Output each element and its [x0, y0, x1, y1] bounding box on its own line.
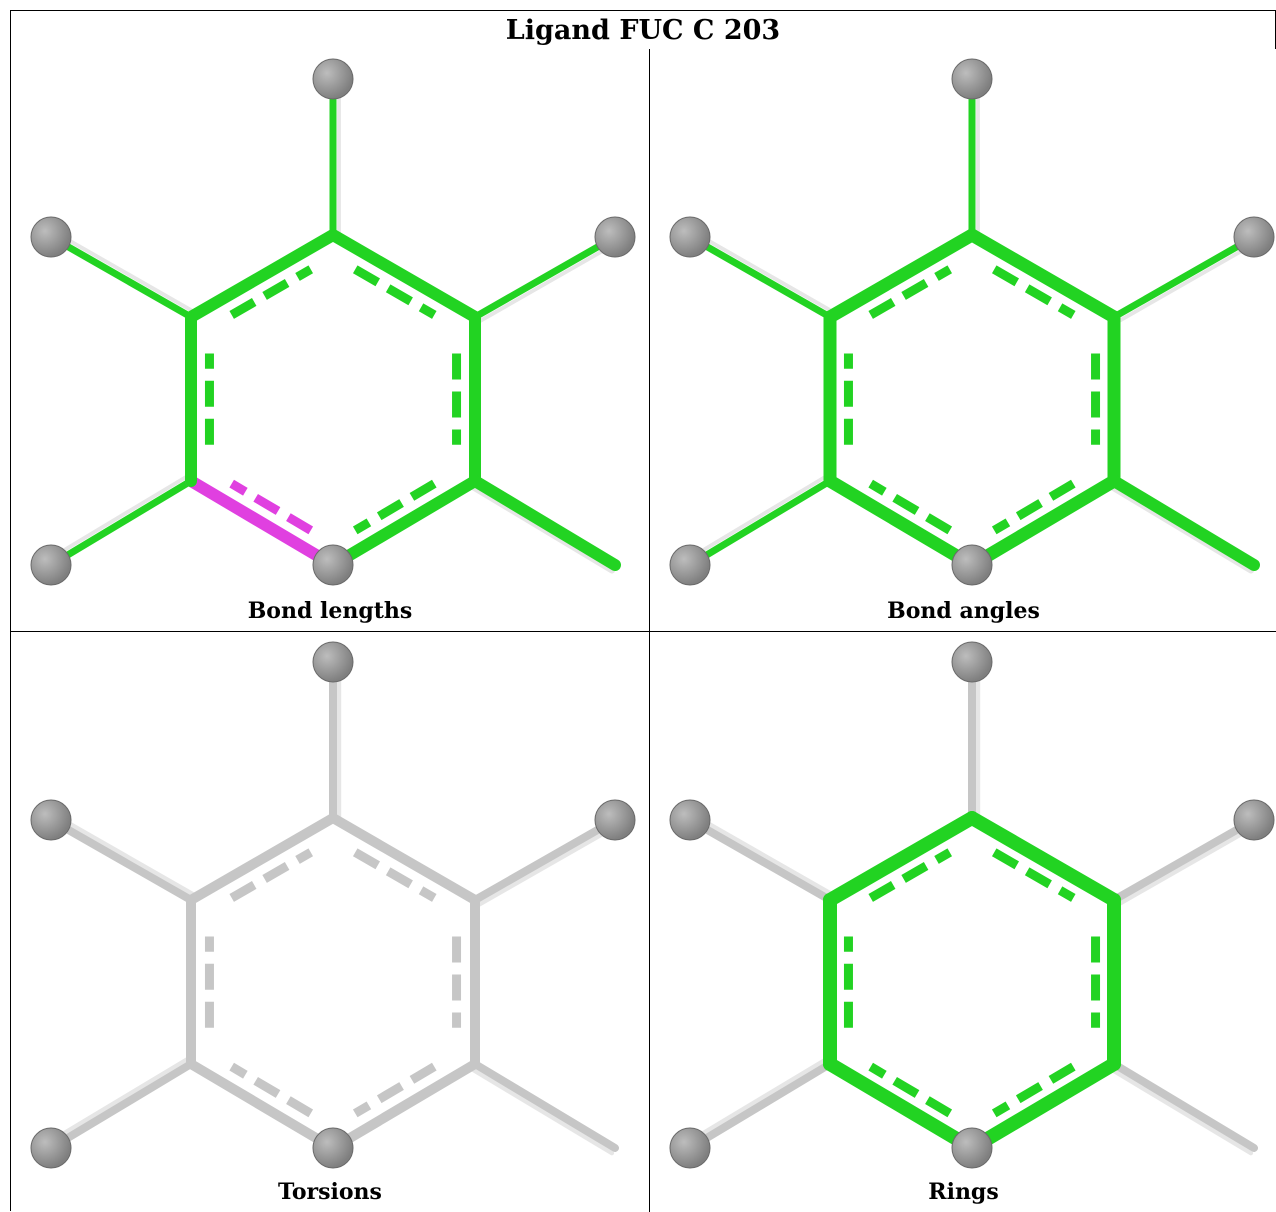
- substituent-bond: [47, 812, 197, 904]
- atom-sphere: [669, 799, 711, 841]
- caption-torsions: Torsions: [278, 1179, 382, 1205]
- substituent-bond: [47, 229, 196, 321]
- atom-sphere: [1233, 216, 1275, 258]
- substituent-bond: [968, 75, 980, 239]
- substituent-bond: [684, 473, 834, 569]
- ring-bond: [965, 1057, 1121, 1155]
- grid-divider-horizontal: [11, 631, 1275, 632]
- atom-sphere: [951, 641, 993, 683]
- molecule-diagram-bond-angles: [669, 58, 1275, 586]
- aromatic-dash: [868, 848, 953, 902]
- outlier-bond: [185, 475, 339, 571]
- panel-torsions: Torsions: [11, 632, 649, 1212]
- atom-sphere: [30, 544, 72, 586]
- atom-sphere: [312, 1127, 354, 1169]
- ring-bond: [823, 228, 979, 324]
- substituent-bond: [686, 812, 836, 904]
- aromatic-dash: [868, 1062, 953, 1118]
- caption-bond-lengths: Bond lengths: [247, 598, 413, 624]
- aromatic-dash: [991, 1062, 1076, 1118]
- substituent-bond: [1108, 1060, 1258, 1156]
- substituent-bond: [469, 1060, 619, 1156]
- aromatic-dash: [991, 848, 1076, 902]
- ring-bond: [823, 811, 979, 907]
- substituent-bond: [45, 473, 195, 569]
- aromatic-dash: [229, 848, 314, 902]
- aromatic-dash: [868, 479, 953, 535]
- molecule-diagram-bond-lengths: [30, 58, 636, 586]
- substituent-bond: [329, 658, 342, 822]
- ring-bond: [327, 229, 481, 323]
- panel-rings: Rings: [650, 632, 1276, 1212]
- aromatic-dash: [352, 265, 437, 319]
- substituent-bond: [1107, 475, 1260, 574]
- atom-sphere: [312, 544, 354, 586]
- substituent-bond: [1110, 233, 1259, 325]
- substituent-bond: [329, 75, 341, 239]
- atom-sphere: [669, 216, 711, 258]
- ring-bond: [328, 813, 480, 905]
- atom-sphere: [30, 216, 72, 258]
- substituent-bond: [45, 1056, 195, 1152]
- atom-sphere: [951, 58, 993, 100]
- atom-sphere: [312, 641, 354, 683]
- caption-bond-angles: Bond angles: [887, 598, 1040, 624]
- atom-sphere: [669, 1127, 711, 1169]
- ring-bond: [965, 474, 1121, 572]
- atom-sphere: [594, 799, 636, 841]
- aromatic-dash: [229, 1062, 314, 1118]
- aromatic-dash: [229, 265, 314, 319]
- atom-sphere: [1233, 799, 1275, 841]
- atom-sphere: [669, 544, 711, 586]
- substituent-bond: [471, 233, 620, 325]
- atom-sphere: [30, 799, 72, 841]
- grid-divider-vertical: [649, 49, 650, 1212]
- panel-bond-angles: Bond angles: [650, 49, 1276, 631]
- atom-sphere: [312, 58, 354, 100]
- substituent-bond: [471, 816, 621, 908]
- ring-bond: [328, 1059, 480, 1153]
- ring-bond: [186, 1059, 338, 1153]
- atom-sphere: [951, 544, 993, 586]
- panel-bond-lengths: Bond lengths: [11, 49, 649, 631]
- aromatic-dash: [868, 265, 953, 319]
- substituent-bond: [468, 475, 621, 574]
- aromatic-dash: [229, 479, 314, 535]
- ring-bond: [965, 228, 1121, 324]
- aromatic-dash: [352, 1062, 437, 1118]
- substituent-bond: [686, 229, 835, 321]
- molecule-diagram-torsions: [30, 641, 636, 1169]
- ring-bond: [186, 813, 338, 905]
- substituent-bond: [684, 1056, 834, 1152]
- atom-sphere: [594, 216, 636, 258]
- molecule-diagram-rings: [669, 641, 1275, 1169]
- ring-bond: [823, 1057, 979, 1155]
- figure: Ligand FUC C 203 Bond lengths Bond angle…: [10, 10, 1276, 1212]
- atom-sphere: [951, 1127, 993, 1169]
- aromatic-dash: [991, 265, 1076, 319]
- substituent-bond: [968, 658, 981, 822]
- figure-title: Ligand FUC C 203: [11, 11, 1275, 50]
- substituent-bond: [1110, 816, 1260, 908]
- aromatic-dash: [352, 848, 437, 902]
- caption-rings: Rings: [928, 1179, 999, 1205]
- aromatic-dash: [352, 479, 437, 535]
- ring-bond: [185, 229, 339, 323]
- atom-sphere: [30, 1127, 72, 1169]
- ring-bond: [327, 475, 481, 571]
- ring-bond: [965, 811, 1121, 907]
- aromatic-dash: [991, 479, 1076, 535]
- ring-bond: [823, 474, 979, 572]
